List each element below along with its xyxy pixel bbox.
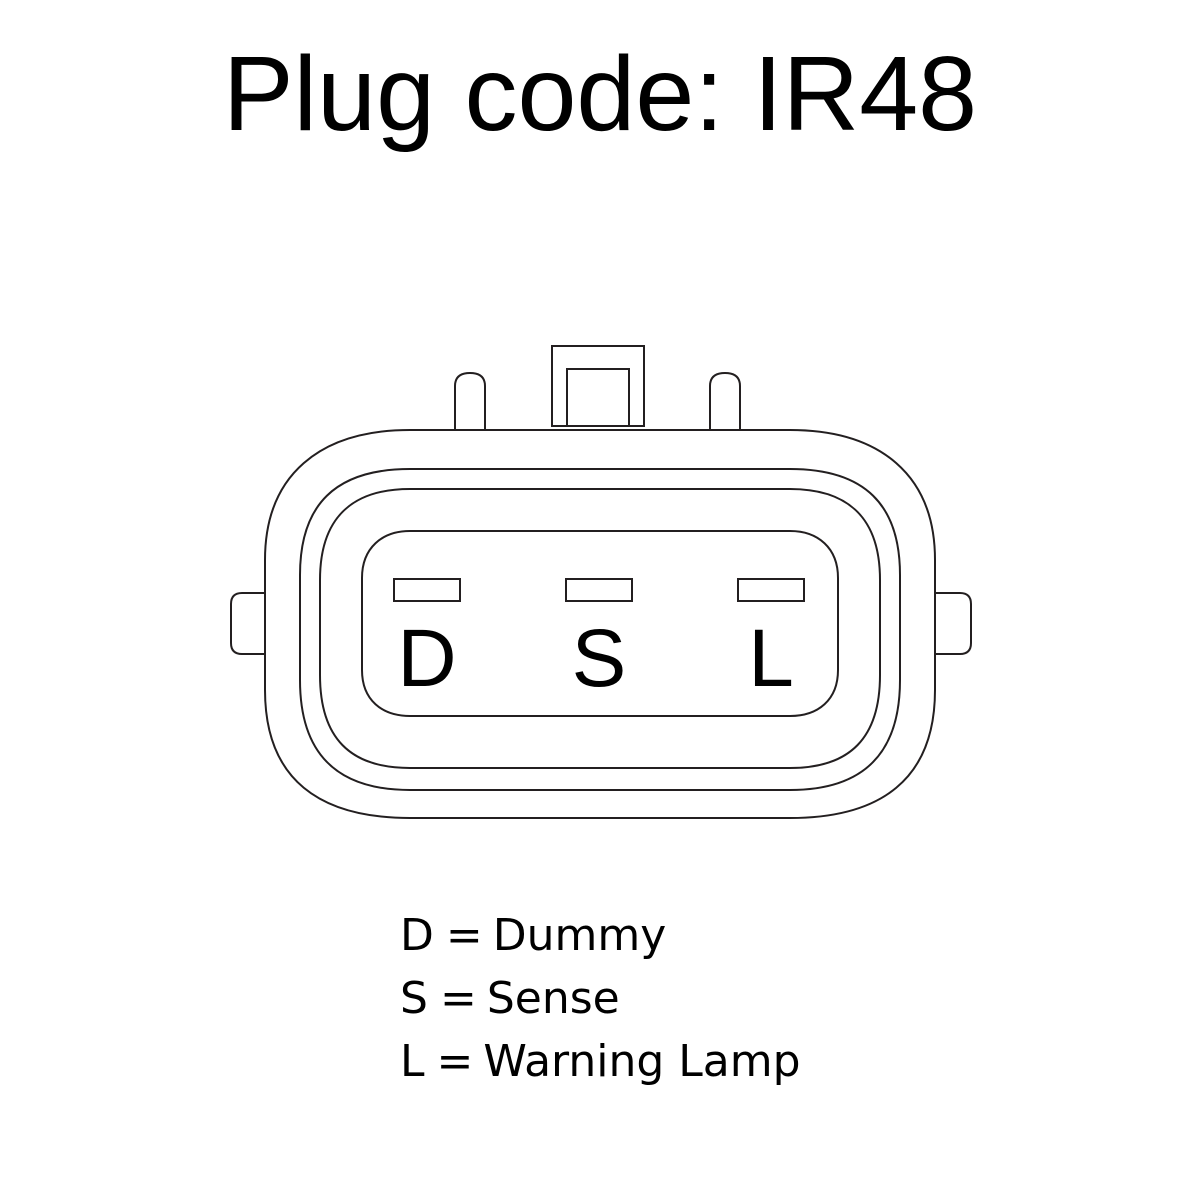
legend-row-dummy: D=Dummy [400,904,960,967]
inner-wall-outer [299,468,901,791]
outer-housing [264,429,936,819]
side-ear-right [935,592,972,655]
legend-row-sense: S=Sense [400,967,960,1030]
legend-equals: = [445,910,483,961]
inner-wall-inner [319,488,881,769]
legend-equals: = [436,1036,474,1087]
legend-meaning: Warning Lamp [483,1036,801,1087]
terminal-blade-d [393,578,461,602]
locking-tab [551,345,645,427]
legend-key: S [400,973,428,1024]
terminal-blade-s [565,578,633,602]
legend-key: D [400,910,434,961]
side-ear-left [230,592,266,655]
plug-code-title: Plug code: IR48 [222,35,978,153]
pin-label-l: L [748,613,794,704]
pin-label-s: S [572,613,627,704]
legend-meaning: Sense [486,973,620,1024]
guide-post-right [709,371,741,430]
guide-post-left [454,371,486,430]
legend-meaning: Dummy [492,910,667,961]
pin-label-d: D [397,613,456,704]
pin-legend: D=Dummy S=Sense L=Warning Lamp [400,904,960,1093]
legend-equals: = [439,973,477,1024]
terminal-cavity [361,530,839,717]
legend-key: L [400,1036,425,1087]
legend-row-warning-lamp: L=Warning Lamp [400,1030,960,1093]
terminal-blade-l [737,578,805,602]
